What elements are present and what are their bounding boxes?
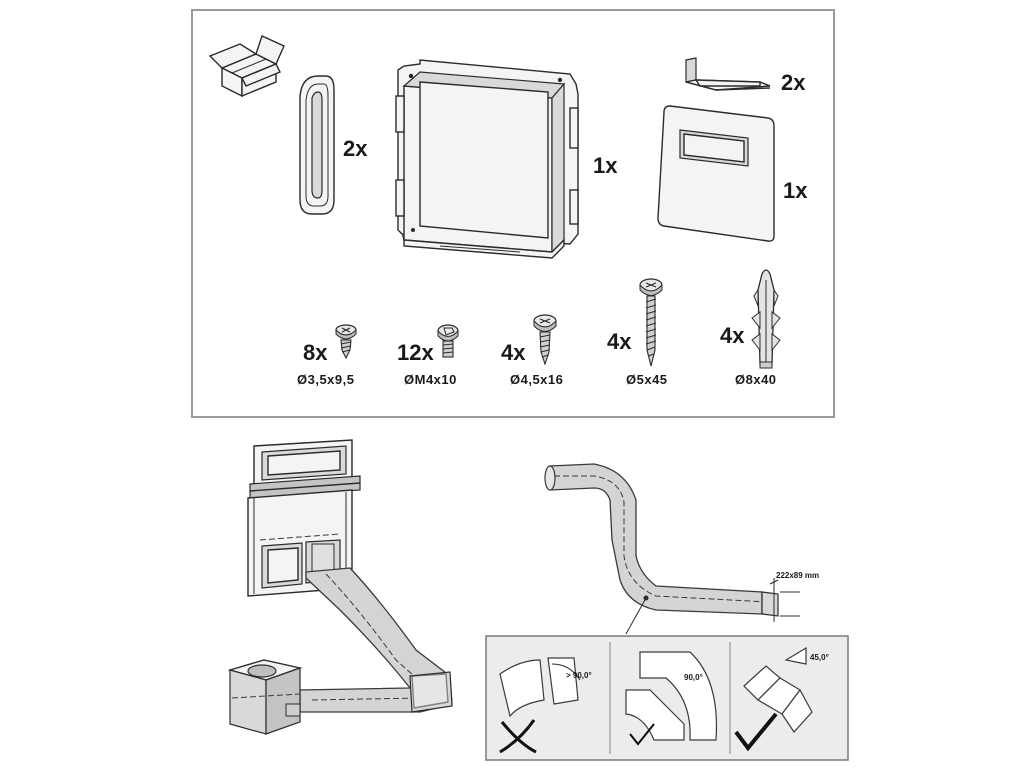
mounting-frame-part	[395, 59, 579, 259]
bracket-part	[685, 57, 771, 91]
angle-label: 45,0°	[810, 653, 829, 662]
fastener-quantity: 4x	[720, 323, 745, 348]
bolt-icon	[437, 324, 459, 358]
angle-label: 90,0°	[684, 673, 703, 682]
cross-mark-icon	[499, 719, 537, 754]
fastener-size: Ø4,5x16	[510, 372, 563, 387]
bend-angle-panel: > 90,0° 90,0° 45,0°	[485, 635, 849, 761]
fastener-quantity: 4x	[501, 340, 526, 365]
duct-routing-diagram: 222x89 mm	[544, 463, 819, 635]
downdraft-duct-assembly	[227, 439, 453, 735]
gentle-bend-example: 45,0°	[734, 646, 829, 752]
parts-box: 2x 1x 2x	[191, 9, 835, 418]
sharp-bend-example: > 90,0°	[499, 657, 592, 754]
duct-dimension-label: 222x89 mm	[776, 571, 819, 580]
fastener-size: Ø8x40	[735, 372, 777, 387]
fastener-quantity: 12x	[397, 340, 434, 365]
fastener-quantity: 8x	[303, 340, 328, 365]
angle-label: > 90,0°	[566, 671, 592, 680]
duct-grip-part	[299, 75, 335, 215]
fastener-size: ØM4x10	[404, 372, 457, 387]
frame-quantity: 1x	[593, 153, 618, 178]
fastener-size: Ø3,5x9,5	[297, 372, 355, 387]
screw-icon	[533, 314, 557, 366]
wall-plug-icon	[751, 269, 781, 369]
package-box-icon	[208, 35, 285, 98]
long-screw-icon	[639, 278, 663, 367]
check-mark-icon	[734, 712, 778, 752]
screw-icon	[335, 324, 357, 360]
fastener-size: Ø5x45	[626, 372, 668, 387]
fastener-quantity: 4x	[607, 329, 632, 354]
bracket-quantity: 2x	[781, 70, 806, 95]
cover-plate-quantity: 1x	[783, 178, 808, 203]
right-angle-bend-example: 90,0°	[625, 651, 718, 746]
check-mark-icon	[629, 723, 655, 746]
cover-plate-part	[657, 105, 775, 242]
grip-quantity: 2x	[343, 136, 368, 161]
